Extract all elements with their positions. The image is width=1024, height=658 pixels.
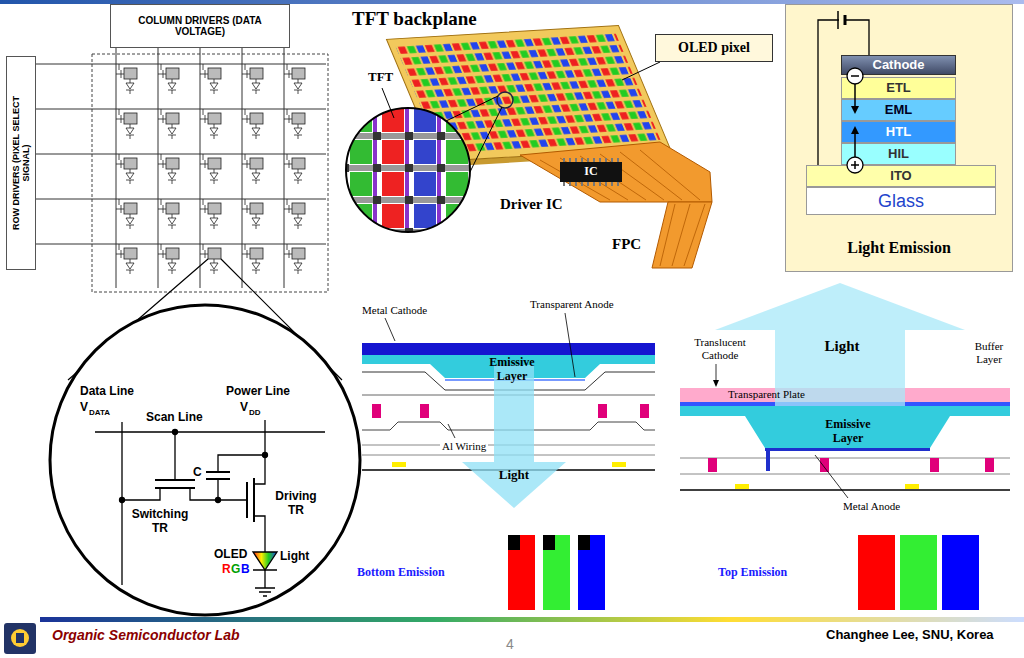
color-letter: B: [241, 563, 250, 577]
layer-box: EML: [841, 99, 956, 121]
footer-text: Changhee Lee, SNU, Korea: [826, 628, 994, 643]
node-text: OLED pixel: [678, 40, 750, 56]
signal-name: Data Line: [80, 385, 134, 399]
page-number: 4: [506, 636, 514, 652]
component-label: Light: [280, 550, 309, 564]
layer-box: ITO: [806, 165, 996, 187]
part-label: TFT: [368, 70, 393, 85]
caption-label: Bottom Emission: [357, 566, 445, 580]
part-label: Transparent Anode: [530, 298, 614, 311]
node-text: EML: [885, 103, 912, 118]
part-label: Metal Cathode: [362, 304, 427, 317]
layer-label: Emissive Layer: [818, 418, 878, 446]
component-label: Switching TR: [129, 508, 191, 536]
signal-subscript: DATA: [89, 408, 110, 417]
stack-panel: Light Emission CathodeETL EML HTL HIL ITO Glas…: [785, 4, 1013, 272]
part-label: Al Wiring: [440, 440, 488, 453]
part-label: Translucent Cathode: [684, 336, 756, 361]
part-label: FPC: [612, 236, 641, 253]
layer-box: Glass: [806, 187, 996, 215]
part-label: Metal Anode: [843, 500, 900, 513]
node-text: ETL: [886, 81, 911, 96]
signal-name: V: [240, 401, 248, 415]
component-label: Driving TR: [270, 490, 322, 518]
pixel-circuit: [50, 305, 360, 615]
panel-ground: [785, 4, 1013, 272]
signal-name: Scan Line: [146, 411, 203, 425]
top-emission: [680, 283, 1010, 610]
layer-label: Emissive Layer: [482, 356, 542, 384]
node-text: Cathode: [873, 58, 925, 73]
light-label: Light: [820, 338, 864, 355]
light-label: Light: [494, 468, 534, 483]
part-label: Driver IC: [500, 196, 563, 213]
caption-label: Top Emission: [718, 566, 787, 580]
color-letter: G: [231, 563, 240, 577]
chip-label: IC: [560, 165, 622, 179]
node-text: HIL: [888, 147, 909, 162]
part-label: Buffer Layer: [964, 340, 1014, 365]
footer: [4, 617, 1024, 654]
layer-box: HTL: [841, 121, 956, 143]
callout-box: OLED pixel: [655, 34, 773, 62]
component-label: C: [193, 466, 202, 480]
node-text: Glass: [878, 191, 924, 212]
driver-box: COLUMN DRIVERS (DATA VOLTAGE): [110, 4, 290, 48]
component-label: OLED: [214, 548, 247, 562]
node-text: ROW DRIVERS (PIXEL SELECT SIGNAL): [11, 88, 32, 238]
part-label: Transparent Plate: [728, 388, 805, 401]
node-text: ITO: [890, 169, 911, 184]
footer-text: Organic Semiconductor Lab: [52, 627, 239, 643]
signal-subscript: DD: [249, 408, 261, 417]
node-text: Light Emission: [786, 239, 1012, 257]
signal-name: V: [80, 401, 88, 415]
node-text: COLUMN DRIVERS (DATA VOLTAGE): [138, 15, 263, 38]
node-text: HTL: [886, 125, 911, 140]
signal-name: Power Line: [226, 385, 290, 399]
part-label: TFT backplane: [352, 8, 477, 30]
color-letter: R: [222, 563, 231, 577]
driver-box: ROW DRIVERS (PIXEL SELECT SIGNAL): [6, 56, 36, 270]
